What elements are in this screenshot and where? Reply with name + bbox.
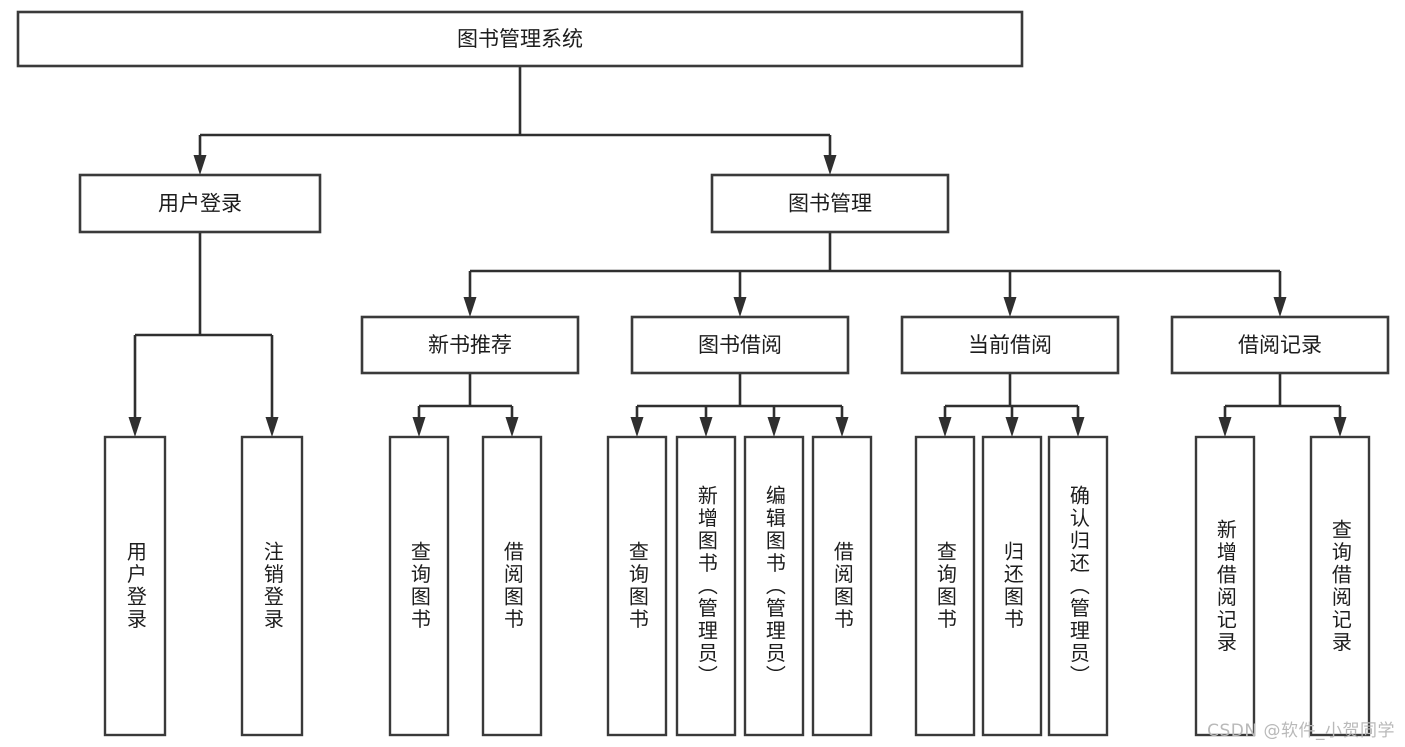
arrow-head-icon [193, 155, 207, 175]
connector-group-root [193, 66, 837, 175]
node-label-borrow-record: 借阅记录 [1238, 333, 1322, 357]
arrow-head-icon [505, 417, 519, 437]
connector-group-book-manage [463, 232, 1287, 317]
node-box-book-borrow[interactable] [630, 315, 850, 375]
arrow-head-icon [463, 297, 477, 317]
node-label-root: 图书管理系统 [457, 27, 583, 51]
node-box-leaf-return-book[interactable] [981, 435, 1043, 737]
arrow-head-icon [1333, 417, 1347, 437]
arrow-head-icon [835, 417, 849, 437]
arrow-head-icon [1273, 297, 1287, 317]
node-box-leaf-add-book[interactable] [675, 435, 737, 737]
arrow-head-icon [630, 417, 644, 437]
node-box-leaf-user-login[interactable] [103, 435, 167, 737]
node-label-user-login: 用户登录 [158, 192, 242, 216]
connector-group-book-borrow [630, 373, 849, 437]
arrow-head-icon [1218, 417, 1232, 437]
node-label-book-borrow: 图书借阅 [698, 333, 782, 357]
connector-group-new-book-rec [412, 373, 519, 437]
node-box-root[interactable] [16, 10, 1024, 68]
node-box-new-book-rec[interactable] [360, 315, 580, 375]
node-label-current-borrow: 当前借阅 [968, 333, 1052, 357]
node-box-current-borrow[interactable] [900, 315, 1120, 375]
arrow-head-icon [128, 417, 142, 437]
arrow-head-icon [699, 417, 713, 437]
node-box-leaf-user-logout[interactable] [240, 435, 304, 737]
connector-group-current-borrow [938, 373, 1085, 437]
node-box-leaf-query-book-rec[interactable] [388, 435, 450, 737]
node-box-leaf-query-book-cur[interactable] [914, 435, 976, 737]
arrow-head-icon [1005, 417, 1019, 437]
node-box-leaf-confirm-return[interactable] [1047, 435, 1109, 737]
connector-group-borrow-record [1218, 373, 1347, 437]
node-box-leaf-edit-book[interactable] [743, 435, 805, 737]
node-box-layer [16, 10, 1390, 737]
node-box-leaf-borrow-book-rec[interactable] [481, 435, 543, 737]
connector-layer [128, 66, 1347, 437]
connector-group-user-login [128, 232, 279, 437]
arrow-head-icon [265, 417, 279, 437]
arrow-head-icon [1003, 297, 1017, 317]
node-box-leaf-query-book[interactable] [606, 435, 668, 737]
node-box-book-manage[interactable] [710, 173, 950, 234]
arrow-head-icon [823, 155, 837, 175]
node-label-new-book-rec: 新书推荐 [428, 333, 512, 357]
arrow-head-icon [767, 417, 781, 437]
node-label-book-manage: 图书管理 [788, 192, 872, 216]
arrow-head-icon [938, 417, 952, 437]
node-box-leaf-add-record[interactable] [1194, 435, 1256, 737]
arrow-head-icon [733, 297, 747, 317]
arrow-head-icon [412, 417, 426, 437]
arrow-head-icon [1071, 417, 1085, 437]
node-box-leaf-borrow-book[interactable] [811, 435, 873, 737]
node-box-leaf-query-record[interactable] [1309, 435, 1371, 737]
node-box-user-login[interactable] [78, 173, 322, 234]
node-box-borrow-record[interactable] [1170, 315, 1390, 375]
